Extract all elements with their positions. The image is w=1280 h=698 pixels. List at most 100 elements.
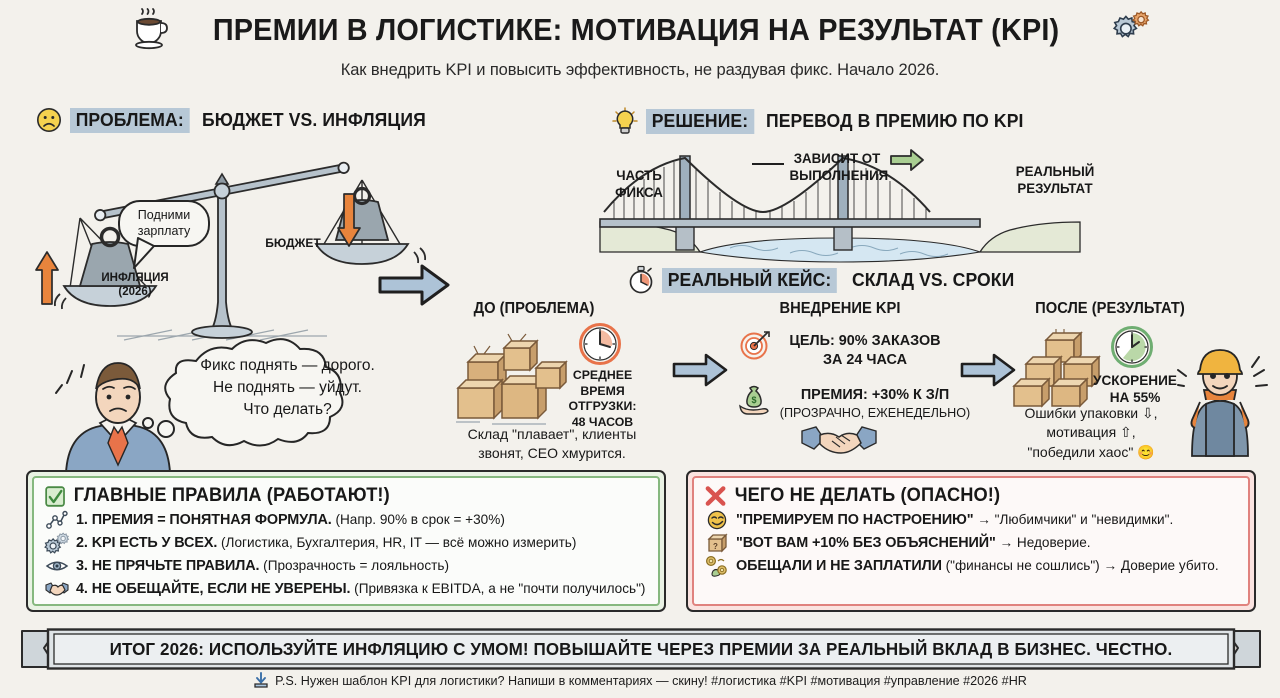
problem-section-heading: ПРОБЛЕМА: БЮДЖЕТ VS. ИНФЛЯЦИЯ xyxy=(36,107,437,133)
good-rule-1-bold: 1. ПРЕМИЯ = ПОНЯТНАЯ ФОРМУЛА. xyxy=(76,512,332,528)
bridge-left-label-line1: ЧАСТЬ xyxy=(616,167,662,183)
during-goal: ЦЕЛЬ: 90% ЗАКАЗОВ ЗА 24 ЧАСА xyxy=(775,332,955,369)
budget-down-arrow-icon xyxy=(336,192,362,248)
after-metric-line2: НА 55% xyxy=(1109,390,1161,406)
bridge-left-label: ЧАСТЬ ФИКСА xyxy=(604,167,674,200)
inflation-weight-label: ИНФЛЯЦИЯ (2026) xyxy=(80,272,190,300)
good-rule-2-rest: (Логистика, Бухгалтерия, HR, IT — всё мо… xyxy=(217,535,577,550)
thought-line1: Фикс поднять — дорого. xyxy=(200,357,375,374)
good-rule-4-bold: 4. НЕ ОБЕЩАЙТЕ, ЕСЛИ НЕ УВЕРЕНЫ. xyxy=(76,581,351,597)
conclusion-text: ИТОГ 2026: ИСПОЛЬЗУЙТЕ ИНФЛЯЦИЮ С УМОМ! … xyxy=(109,638,1173,659)
during-column-title: ВНЕДРЕНИЕ KPI xyxy=(779,300,901,317)
good-rule-2-bold: 2. KPI ЕСТЬ У ВСЕХ. xyxy=(76,535,218,551)
good-rule-item: 1. ПРЕМИЯ = ПОНЯТНАЯ ФОРМУЛА. (Напр. 90%… xyxy=(45,510,658,530)
problem-heading-highlight: ПРОБЛЕМА: xyxy=(70,107,190,133)
bridge-right-label: РЕАЛЬНЫЙ РЕЗУЛЬТАТ xyxy=(1003,163,1108,196)
bad-rules-box: ЧЕГО НЕ ДЕЛАТЬ (ОПАСНО!) "ПРЕМИРУЕМ ПО Н… xyxy=(686,470,1256,612)
good-rule-4-rest: (Привязка к EBITDA, а не "почти получило… xyxy=(350,581,646,596)
after-column-title: ПОСЛЕ (РЕЗУЛЬТАТ) xyxy=(1035,300,1185,317)
page-subtitle: Как внедрить KPI и повысить эффективност… xyxy=(340,61,940,79)
handshake-icon xyxy=(800,425,878,457)
thought-line3: Что делать? xyxy=(243,401,332,418)
bad-rules-inner: ЧЕГО НЕ ДЕЛАТЬ (ОПАСНО!) "ПРЕМИРУЕМ ПО Н… xyxy=(692,476,1250,606)
problem-heading-rest: БЮДЖЕТ VS. ИНФЛЯЦИЯ xyxy=(201,109,426,130)
graph-node-icon xyxy=(45,510,69,530)
solution-heading-highlight: РЕШЕНИЕ: xyxy=(646,108,754,134)
bad-rule-1-bold: "ПРЕМИРУЕМ ПО НАСТРОЕНИЮ" xyxy=(736,512,974,528)
before-note-line1: Склад "плавает", клиенты xyxy=(467,426,637,442)
good-rule-item: 3. НЕ ПРЯЧЬТЕ ПРАВИЛА. (Прозрачность = л… xyxy=(45,556,658,576)
bad-rules-heading: ЧЕГО НЕ ДЕЛАТЬ (ОПАСНО!) xyxy=(705,485,1226,507)
bridge-mid-label-line2: ВЫПОЛНЕНИЯ xyxy=(789,166,889,183)
smirking-face-icon xyxy=(705,510,729,530)
bad-rule-item: ? "ВОТ ВАМ +10% БЕЗ ОБЪЯСНЕНИЙ" → Недове… xyxy=(705,533,1248,553)
bridge-right-label-line1: РЕАЛЬНЫЙ xyxy=(1015,163,1095,179)
problem-to-solution-arrow-icon xyxy=(378,262,450,308)
bad-rule-2-rest: → Недоверие. xyxy=(995,535,1091,550)
bad-rule-2-bold: "ВОТ ВАМ +10% БЕЗ ОБЪЯСНЕНИЙ" xyxy=(736,535,996,551)
svg-text:$: $ xyxy=(751,395,756,405)
after-metric-line1: УСКОРЕНИЕ xyxy=(1093,373,1177,388)
case-section-heading: РЕАЛЬНЫЙ КЕЙС: СКЛАД VS. СРОКИ xyxy=(628,265,1023,294)
before-column-title: ДО (ПРОБЛЕМА) xyxy=(473,300,595,317)
manager-thought-illustration xyxy=(48,338,418,475)
inflation-up-arrow-icon xyxy=(34,250,60,306)
before-metric-line1: СРЕДНЕЕ ВРЕМЯ xyxy=(572,368,633,398)
after-note-line1: Ошибки упаковки ⇩, xyxy=(1024,405,1158,421)
after-note: Ошибки упаковки ⇩, мотивация ⇧, "победил… xyxy=(996,404,1186,462)
svg-text:?: ? xyxy=(713,542,718,551)
during-bonus: ПРЕМИЯ: +30% К З/П (ПРОЗРАЧНО, ЕЖЕНЕДЕЛЬ… xyxy=(775,386,975,422)
green-arrow-icon xyxy=(889,148,925,172)
bad-rule-3-bold: ОБЕЩАЛИ И НЕ ЗАПЛАТИЛИ xyxy=(736,558,942,574)
case-heading-highlight: РЕАЛЬНЫЙ КЕЙС: xyxy=(662,267,838,293)
lightbulb-icon xyxy=(612,107,638,135)
before-note-line2: звонят, CEO хмурится. xyxy=(478,444,626,461)
bridge-left-label-line2: ФИКСА xyxy=(615,183,663,200)
mystery-box-icon: ? xyxy=(705,533,729,553)
eye-icon xyxy=(45,556,69,576)
money-bag-icon: $ xyxy=(738,382,770,415)
bridge-right-label-line2: РЕЗУЛЬТАТ xyxy=(1017,179,1093,196)
after-note-line3: "победили хаос" 😊 xyxy=(1027,443,1155,460)
footer-text: P.S. Нужен шаблон KPI для логистики? Нап… xyxy=(275,673,1027,688)
case-heading-rest: СКЛАД VS. СРОКИ xyxy=(852,269,1015,290)
during-bonus-line2: (ПРОЗРАЧНО, ЕЖЕНЕДЕЛЬНО) xyxy=(779,406,971,421)
solution-section-heading: РЕШЕНИЕ: ПЕРЕВОД В ПРЕМИЮ ПО KPI xyxy=(612,107,1037,135)
bridge-mid-label: ЗАВИСИТ ОТ ВЫПОЛНЕНИЯ xyxy=(789,150,889,183)
title-row: ПРЕМИИ В ЛОГИСТИКЕ: МОТИВАЦИЯ НА РЕЗУЛЬТ… xyxy=(0,8,1280,52)
clock-green-icon xyxy=(1110,325,1154,369)
speech-line1: Подними xyxy=(137,208,191,222)
solution-heading-rest: ПЕРЕВОД В ПРЕМИЮ ПО KPI xyxy=(765,110,1024,131)
raise-salary-speech-bubble: Подними зарплату xyxy=(118,200,210,269)
page-title: ПРЕМИИ В ЛОГИСТИКЕ: МОТИВАЦИЯ НА РЕЗУЛЬТ… xyxy=(212,12,1060,47)
sad-face-icon xyxy=(36,107,62,133)
good-rules-box: ГЛАВНЫЕ ПРАВИЛА (РАБОТАЮТ!) xyxy=(26,470,666,612)
bridge-illustration xyxy=(599,140,1081,263)
gears-icon xyxy=(44,532,70,554)
red-cross-icon xyxy=(705,485,726,507)
good-rules-inner: ГЛАВНЫЕ ПРАВИЛА (РАБОТАЮТ!) xyxy=(32,476,660,606)
good-rules-heading: ГЛАВНЫЕ ПРАВИЛА (РАБОТАЮТ!) xyxy=(45,485,633,507)
bad-rule-item: ОБЕЩАЛИ И НЕ ЗАПЛАТИЛИ ("финансы не сошл… xyxy=(705,555,1248,577)
bad-rule-3-rest: ("финансы не сошлись") → Доверие убито. xyxy=(941,558,1219,573)
download-icon xyxy=(253,672,269,689)
good-rule-item: 2. KPI ЕСТЬ У ВСЕХ. (Логистика, Бухгалте… xyxy=(44,532,658,554)
clock-red-icon xyxy=(578,322,622,366)
good-rule-3-rest: (Прозрачность = лояльность) xyxy=(259,558,449,573)
during-goal-line1: ЦЕЛЬ: 90% ЗАКАЗОВ xyxy=(789,333,941,349)
cardboard-boxes-icon xyxy=(450,332,580,428)
good-rule-3-bold: 3. НЕ ПРЯЧЬТЕ ПРАВИЛА. xyxy=(76,558,260,574)
inflation-label-line2: (2026) xyxy=(118,285,152,298)
stopwatch-icon xyxy=(628,265,654,294)
conclusion-ribbon: ИТОГ 2026: ИСПОЛЬЗУЙТЕ ИНФЛЯЦИЮ С УМОМ! … xyxy=(21,628,1261,670)
thought-cloud-text: Фикс поднять — дорого. Не поднять — уйду… xyxy=(175,355,400,421)
broken-coins-icon xyxy=(705,555,729,577)
thought-line2: Не поднять — уйдут. xyxy=(213,379,362,396)
bad-rule-item: "ПРЕМИРУЕМ ПО НАСТРОЕНИЮ" → "Любимчики" … xyxy=(705,510,1248,530)
speech-line2: зарплату xyxy=(137,223,191,238)
case-arrow-1-icon xyxy=(672,352,728,388)
handshake-icon xyxy=(45,579,69,599)
bridge-dash-line xyxy=(752,163,784,165)
good-rule-item: 4. НЕ ОБЕЩАЙТЕ, ЕСЛИ НЕ УВЕРЕНЫ. (Привяз… xyxy=(45,579,658,599)
